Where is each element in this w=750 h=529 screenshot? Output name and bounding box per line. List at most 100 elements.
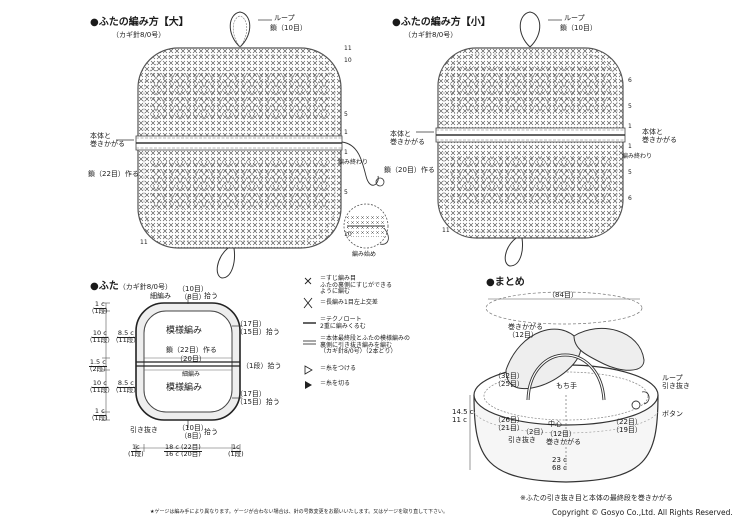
dim-left-4-alt: 8.5 c（11段） bbox=[112, 379, 140, 394]
dim-left-2-alt: 8.5 c（11段） bbox=[112, 329, 140, 344]
large-lid-finish-label: 編み終わり bbox=[338, 159, 369, 166]
dim-left-1-top: 1 c bbox=[93, 300, 106, 309]
lid-schematic-pattern-bottom: 模様編み bbox=[166, 383, 203, 393]
lid-schematic-side-pick-1: （17目） （15目）拾う bbox=[236, 320, 280, 337]
assembly-button: ボタン bbox=[662, 410, 683, 418]
small-lid-finish-label: 編み終わり bbox=[622, 153, 653, 160]
large-lid-row-10-bottom: 10 bbox=[344, 231, 352, 238]
assembly-note: ※ふたの引き抜き目と本体の最終段を巻きかがる bbox=[520, 494, 673, 502]
assembly-handle: もち手 bbox=[556, 382, 577, 390]
legend-item-5: ＝糸をつける bbox=[320, 365, 357, 372]
large-lid-row-11-top: 11 bbox=[344, 45, 352, 52]
assembly-bind: 引き抜き bbox=[508, 436, 536, 444]
dim-left-2-bottom: （11段） bbox=[86, 335, 114, 344]
assembly-join-label: 巻きかがる （12目） bbox=[508, 323, 543, 340]
assembly-rows-26: （26目） （21目） bbox=[494, 416, 524, 433]
dim-left-4-alt-top: 8.5 c bbox=[116, 379, 135, 388]
dim-left-2: 10 c（11段） bbox=[86, 329, 114, 344]
assembly-rows-22: （22目） （19目） bbox=[612, 418, 642, 435]
small-lid-join-right: 本体と 巻きかがる bbox=[642, 128, 677, 145]
lid-schematic-chain-sub: （20目） bbox=[176, 355, 206, 363]
dim-bottom-3-bottom: (1段) bbox=[228, 449, 244, 458]
dim-left-3-bottom: （2段） bbox=[86, 364, 110, 373]
lid-schematic-side-pick-2: （17目） （15目）拾う bbox=[236, 390, 280, 407]
lid-schematic-title-text: ●ふた bbox=[90, 281, 119, 292]
footer-copyright: Copyright © Gosyo Co.,Ltd. All Rights Re… bbox=[552, 508, 733, 517]
assembly-top-count: （84目） bbox=[548, 291, 578, 299]
dim-left-5: 1 c（1段） bbox=[88, 407, 112, 422]
large-lid-row-10-top: 10 bbox=[344, 57, 352, 64]
legend-item-2: ＝長編み1目左上交差 bbox=[320, 299, 378, 306]
legend-symbols bbox=[303, 277, 316, 389]
small-lid-loop: ループ bbox=[564, 14, 585, 22]
small-lid-join-left: 本体と 巻きかがる bbox=[390, 130, 425, 147]
small-lid-hook: （カギ針8/0号） bbox=[404, 31, 458, 39]
lid-schematic-top-label: 細編み bbox=[150, 292, 171, 300]
lid-schematic-top-action: 拾う bbox=[204, 292, 218, 300]
lid-schematic-side-row: （1段）拾う bbox=[242, 362, 282, 370]
dim-bottom-2: 18 c (22目)16 c (20目) bbox=[164, 443, 202, 458]
lid-schematic-pattern-top: 模様編み bbox=[166, 326, 203, 336]
assembly-rows-2: （2目） bbox=[522, 428, 548, 436]
dim-bottom-3: 1c(1段) bbox=[228, 443, 244, 458]
large-lid-row-5-top: 5 bbox=[344, 111, 348, 118]
large-lid-row-11-bottom: 11 bbox=[140, 239, 148, 246]
large-lid-chart bbox=[116, 11, 389, 279]
large-lid-loop: ループ bbox=[274, 14, 295, 22]
small-lid-start-chain: 鎖（20目）作る bbox=[384, 166, 435, 174]
assembly-height: 14.5 c 11 c bbox=[452, 408, 474, 425]
assembly-illustration bbox=[469, 291, 659, 483]
lid-schematic-hook: （カギ針8/0号） bbox=[118, 283, 172, 291]
assembly-loop: ループ 引き抜き bbox=[662, 374, 690, 391]
lid-schematic-chain-count: 鎖（22目）作る bbox=[166, 346, 217, 354]
dim-left-4-bottom: （11段） bbox=[86, 385, 114, 394]
dim-bottom-1-top: 1c bbox=[131, 443, 141, 452]
small-lid-row-5-top: 5 bbox=[628, 103, 632, 110]
lid-schematic-bottom-count: （10目） （8目） bbox=[178, 424, 208, 441]
dim-left-4-top: 10 c bbox=[91, 379, 108, 388]
dim-bottom-1: 1c(1段) bbox=[128, 443, 144, 458]
dim-left-3-top: 1.5 c bbox=[88, 358, 107, 367]
dim-left-1-bottom: （1段） bbox=[88, 306, 112, 315]
dim-left-2-top: 10 c bbox=[91, 329, 108, 338]
dim-left-2-alt-top: 8.5 c bbox=[116, 329, 135, 338]
assembly-join2: （12目） 巻きかがる bbox=[546, 430, 581, 447]
large-lid-row-1-top: 1 bbox=[344, 129, 348, 136]
large-lid-row-5-bottom: 5 bbox=[344, 189, 348, 196]
small-lid-row-6-top: 6 bbox=[628, 77, 632, 84]
large-lid-hook: （カギ針8/0号） bbox=[112, 31, 166, 39]
dim-bottom-3-top: 1c bbox=[231, 443, 241, 452]
lid-schematic-bind-off: 引き抜き bbox=[130, 426, 158, 434]
legend-item-4: ＝本体最終段とふたの模様編みの 裏側に引き抜き編みを編む （カギ針8/0号）（2… bbox=[320, 335, 411, 356]
dim-left-2-alt-bottom: （11段） bbox=[112, 335, 140, 344]
assembly-center: 中心 bbox=[548, 420, 562, 428]
lid-schematic-bottom-action: 拾う bbox=[204, 428, 218, 436]
assembly-rows-32: （32目） （25目） bbox=[494, 372, 524, 389]
lid-schematic bbox=[102, 296, 242, 452]
dim-bottom-2-top: 18 c (22目) bbox=[164, 443, 202, 452]
dim-left-4-alt-bottom: （11段） bbox=[112, 385, 140, 394]
assembly-bottom: 23 c 68 c bbox=[552, 456, 567, 473]
dim-left-1: 1 c（1段） bbox=[88, 300, 112, 315]
dim-left-3: 1.5 c（2段） bbox=[86, 358, 110, 373]
small-lid-row-1-bottom: 1 bbox=[628, 143, 632, 150]
legend-item-1: ＝すじ編み目 ふたの裏側にすじができる ように編む bbox=[320, 275, 392, 296]
assembly-title: ●まとめ bbox=[486, 277, 525, 288]
small-lid-title: ●ふたの編み方【小】 bbox=[392, 17, 491, 28]
small-lid-row-1-top: 1 bbox=[628, 123, 632, 130]
small-lid-row-11: 11 bbox=[442, 227, 450, 234]
small-lid-row-5-bottom: 5 bbox=[628, 169, 632, 176]
small-lid-loop-count: 鎖（10目） bbox=[560, 24, 597, 32]
dim-bottom-1-bottom: (1段) bbox=[128, 449, 144, 458]
large-lid-row-1-bottom: 1 bbox=[344, 149, 348, 156]
legend-item-6: ＝糸を切る bbox=[320, 380, 351, 387]
lid-schematic-center-label: 細編み bbox=[182, 371, 201, 378]
large-lid-start-label: 編み始め bbox=[352, 251, 377, 258]
lid-schematic-top-count: （10目） （8目） bbox=[178, 285, 208, 302]
footer-note: ★ゲージは編み手により異なります。ゲージが合わない場合は、針の号数変更をお願いい… bbox=[150, 509, 448, 515]
large-lid-title: ●ふたの編み方【大】 bbox=[90, 17, 189, 28]
dim-left-5-top: 1 c bbox=[93, 407, 106, 416]
legend-item-3: ＝テクノロート 2重に編みくるむ bbox=[320, 316, 366, 330]
dim-left-5-bottom: （1段） bbox=[88, 413, 112, 422]
